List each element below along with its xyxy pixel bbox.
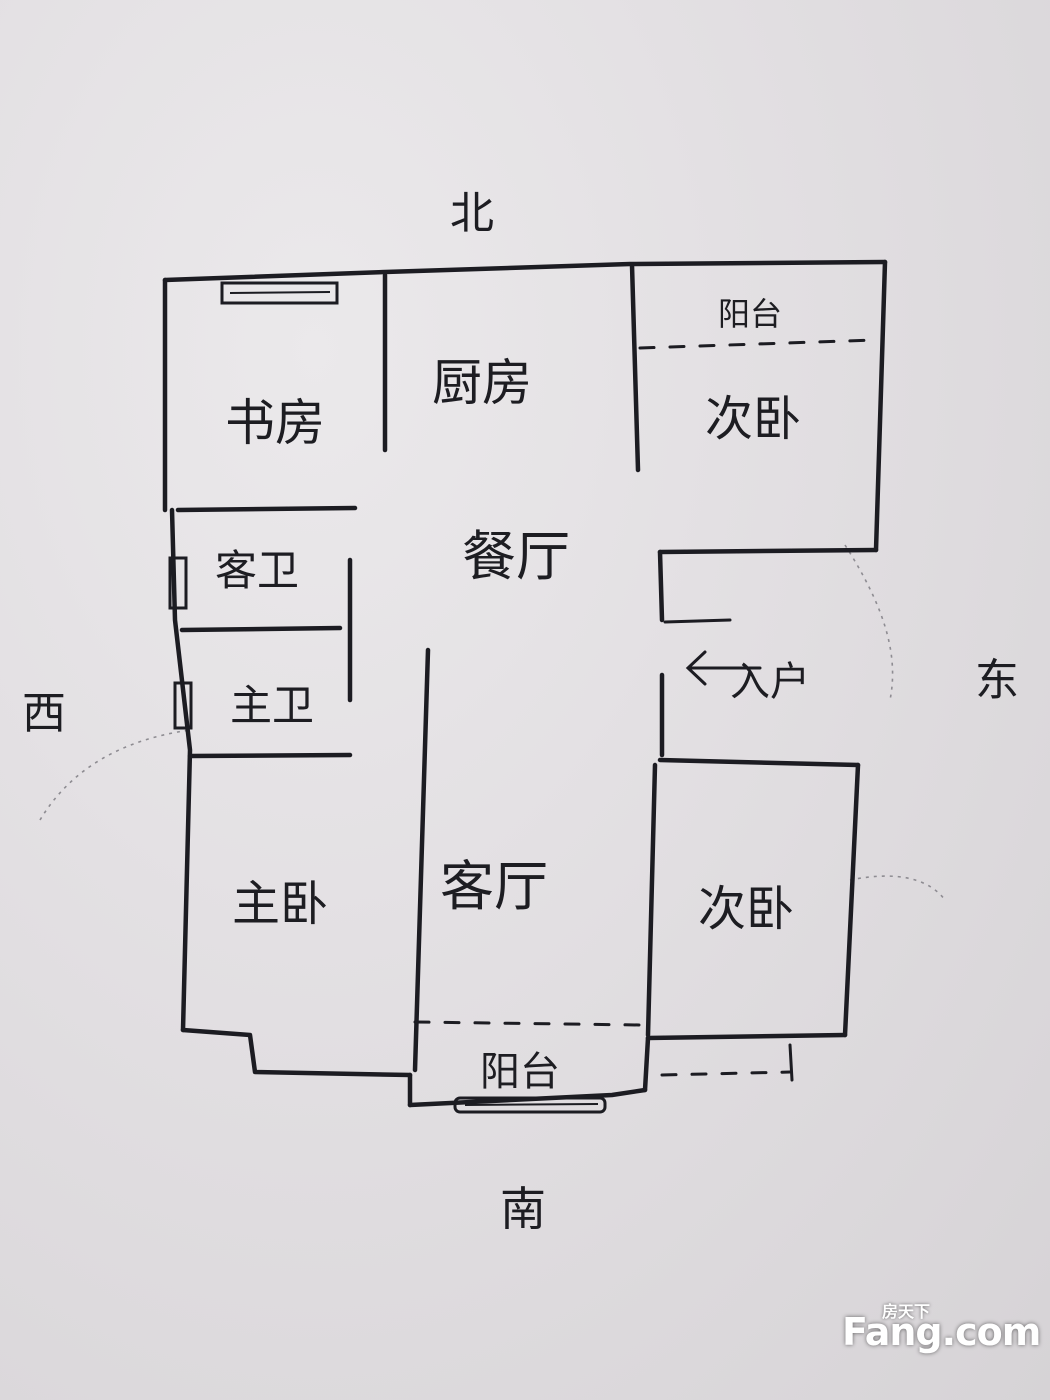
window-master-bath: [173, 681, 193, 730]
room-label-balcony-south: 阳台: [480, 1049, 560, 1095]
compass-west: 西: [22, 688, 66, 739]
watermark-cn: 房天下: [882, 1302, 931, 1321]
outer-walls: [162, 259, 888, 1108]
pencil-trace-west: [39, 729, 191, 821]
room-label-guest-bath: 客卫: [215, 546, 299, 595]
pencil-trace-east-lower: [849, 875, 946, 901]
room-label-bedroom-se: 次卧: [698, 881, 794, 937]
window-balcony-south: [453, 1096, 607, 1114]
room-label-entrance: 入户: [730, 659, 810, 705]
pencil-trace-east: [844, 544, 894, 701]
room-label-study: 书房: [225, 394, 325, 452]
entrance-arrow-icon: [685, 650, 762, 686]
watermark-en: Fang.com: [842, 1310, 1041, 1354]
balcony-south-dashed-line: [413, 1020, 642, 1027]
balcony-north-dashed-line: [638, 338, 877, 350]
fang-watermark: 房天下 Fang.com: [842, 1296, 1041, 1376]
room-label-master-bath: 主卫: [230, 681, 314, 730]
room-label-kitchen: 厨房: [432, 354, 532, 412]
room-label-balcony-north: 阳台: [718, 295, 782, 333]
window-guest-bath: [168, 556, 188, 610]
room-label-master-bedroom: 主卧: [232, 876, 328, 932]
balcony-se-dashed-line: [660, 1070, 792, 1077]
room-label-bedroom-ne: 次卧: [705, 391, 801, 447]
compass-north: 北: [450, 188, 494, 239]
compass-south: 南: [500, 1182, 546, 1236]
compass-east: 东: [975, 655, 1019, 706]
balcony-se-end-mark: [788, 1043, 794, 1082]
room-label-dining: 餐厅: [462, 525, 570, 588]
window-study: [220, 281, 339, 305]
interior-walls: [175, 262, 732, 1073]
room-label-living: 客厅: [440, 855, 548, 918]
